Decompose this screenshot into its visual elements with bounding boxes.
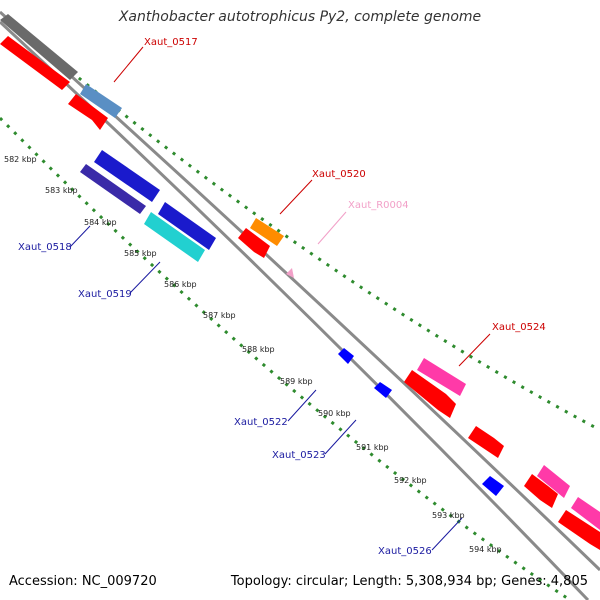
kbp-tick: 590 kbp bbox=[318, 409, 351, 418]
gene-label-Xaut_0518: Xaut_0518 bbox=[18, 242, 72, 253]
rna-arrows bbox=[0, 36, 600, 550]
gene-label-Xaut_R0004: Xaut_R0004 bbox=[348, 200, 409, 211]
leader-Xaut_0524 bbox=[458, 333, 491, 367]
kbp-tick: 594 kbp bbox=[469, 545, 502, 554]
kbp-tick: 586 kbp bbox=[164, 280, 197, 289]
gene-label-Xaut_0520: Xaut_0520 bbox=[312, 169, 366, 180]
kbp-tick: 588 kbp bbox=[242, 345, 275, 354]
grid-line-inner bbox=[0, 116, 571, 600]
leader-Xaut_R0004 bbox=[317, 211, 347, 245]
gene-label-Xaut_0524: Xaut_0524 bbox=[492, 322, 546, 333]
gene-label-Xaut_0523: Xaut_0523 bbox=[272, 450, 326, 461]
gene-Xaut_0518-arrow bbox=[80, 164, 146, 214]
rna-arrow-3 bbox=[238, 228, 270, 258]
kbp-tick: 591 kbp bbox=[356, 443, 389, 452]
kbp-tick: 593 kbp bbox=[432, 511, 465, 520]
gene-arrow-upstream bbox=[0, 14, 78, 80]
rna-arrow-6 bbox=[524, 474, 558, 508]
kbp-ticks: 582 kbp 583 kbp 584 kbp 585 kbp 586 kbp … bbox=[4, 155, 502, 554]
kbp-tick: 585 kbp bbox=[124, 249, 157, 258]
gene-label-Xaut_0522: Xaut_0522 bbox=[234, 417, 288, 428]
leader-Xaut_0520 bbox=[279, 179, 313, 215]
gene-Xaut_0518-arrow-upper bbox=[94, 150, 160, 202]
gene-arrow-right-1 bbox=[537, 465, 570, 498]
rna-arrow-2 bbox=[68, 94, 108, 130]
kbp-tick: 587 kbp bbox=[203, 311, 236, 320]
gene-Xaut_0522-arrow bbox=[338, 348, 354, 364]
leader-Xaut_0522 bbox=[287, 389, 317, 422]
gene-label-Xaut_0526: Xaut_0526 bbox=[378, 546, 432, 557]
leader-Xaut_0526 bbox=[431, 517, 463, 551]
gene-arrows-forward bbox=[80, 84, 600, 530]
gene-Xaut_R0004-arrow bbox=[286, 268, 294, 278]
gene-Xaut_0519-arrow bbox=[144, 212, 205, 262]
gene-arrow-right-2 bbox=[571, 497, 600, 530]
kbp-tick: 584 kbp bbox=[84, 218, 117, 227]
rna-arrow-1 bbox=[0, 36, 70, 90]
label-leaders bbox=[69, 46, 491, 551]
kbp-tick: 583 kbp bbox=[45, 186, 78, 195]
leader-Xaut_0519 bbox=[129, 261, 161, 294]
accession-text: Accession: NC_009720 bbox=[9, 574, 157, 589]
gene-Xaut_0524-arrow bbox=[417, 358, 466, 396]
gene-label-Xaut_0519: Xaut_0519 bbox=[78, 289, 132, 300]
gene-Xaut_0517-arrow bbox=[80, 84, 122, 118]
leader-Xaut_0523 bbox=[324, 419, 357, 455]
rna-arrow-4 bbox=[404, 370, 456, 418]
genome-summary-text: Topology: circular; Length: 5,308,934 bp… bbox=[230, 574, 588, 589]
gene-label-Xaut_0517: Xaut_0517 bbox=[144, 37, 198, 48]
grid-lines bbox=[0, 18, 600, 600]
leader-Xaut_0517 bbox=[113, 46, 144, 83]
gene-Xaut_0520-arrow bbox=[250, 218, 284, 246]
gene-labels: Xaut_0517 Xaut_0518 Xaut_0519 Xaut_0520 … bbox=[18, 37, 546, 557]
kbp-tick: 592 kbp bbox=[394, 476, 427, 485]
rna-arrow-5 bbox=[468, 426, 504, 458]
kbp-tick: 589 kbp bbox=[280, 377, 313, 386]
gene-Xaut_0523-arrow bbox=[374, 382, 392, 398]
leader-Xaut_0518 bbox=[69, 225, 91, 248]
grid-line-outer bbox=[9, 18, 600, 432]
gene-Xaut_0519-arrow-upper bbox=[158, 202, 216, 250]
map-title: Xanthobacter autotrophicus Py2, complete… bbox=[118, 9, 482, 25]
gene-Xaut_0526-arrow bbox=[482, 476, 504, 496]
rna-arrow-7 bbox=[558, 510, 600, 550]
kbp-tick: 582 kbp bbox=[4, 155, 37, 164]
gene-arrows-reverse bbox=[80, 150, 504, 496]
